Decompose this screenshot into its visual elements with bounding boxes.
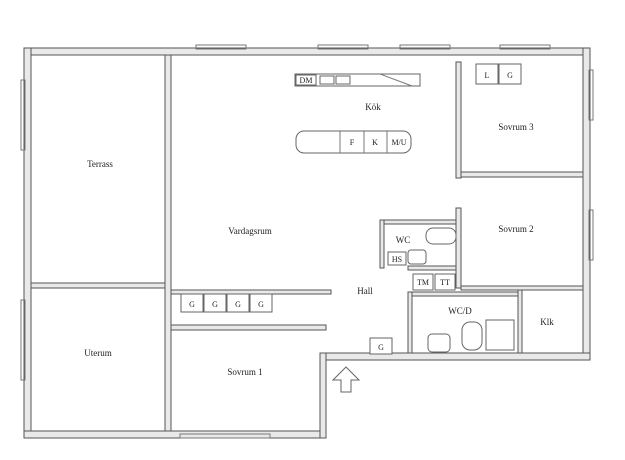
room-label-wc: WC bbox=[396, 235, 411, 245]
washbasin-icon bbox=[407, 249, 427, 265]
stove-icon bbox=[379, 73, 413, 87]
washbasin-icon bbox=[427, 333, 451, 353]
dishwasher-label: DM bbox=[300, 76, 313, 85]
room-label-vardagsrum: Vardagsrum bbox=[228, 226, 272, 236]
kitchen-counter: DM bbox=[294, 73, 421, 87]
room-label-sovrum1: Sovrum 1 bbox=[227, 367, 262, 377]
wc-fixtures: HS bbox=[387, 227, 457, 266]
sink-icon bbox=[319, 75, 335, 85]
linen-closet-label: L bbox=[485, 71, 490, 80]
shower-icon bbox=[485, 319, 515, 351]
kitchen-island: F K M/U bbox=[295, 130, 412, 154]
hall-wardrobes: G G G G G bbox=[180, 293, 393, 355]
wardrobe-label: G bbox=[212, 300, 218, 309]
wardrobe-label: G bbox=[258, 300, 264, 309]
wcd-fixtures: TM TT bbox=[412, 273, 515, 353]
toilet-icon bbox=[425, 227, 457, 245]
hat-shelf-label: HS bbox=[392, 255, 402, 264]
washing-machine-label: TM bbox=[417, 278, 429, 287]
room-label-wcd: WC/D bbox=[448, 306, 472, 316]
interior-walls bbox=[30, 54, 584, 432]
room-label-uterum: Uterum bbox=[84, 348, 112, 358]
dryer-label: TT bbox=[440, 278, 450, 287]
microwave-oven-label: M/U bbox=[391, 138, 406, 147]
wardrobe-label: G bbox=[507, 71, 513, 80]
room-label-terrass: Terrass bbox=[87, 159, 113, 169]
room-label-sovrum2: Sovrum 2 bbox=[498, 224, 533, 234]
toilet-icon bbox=[461, 321, 483, 351]
wardrobe-label: G bbox=[189, 300, 195, 309]
room-label-kok: Kök bbox=[365, 102, 381, 112]
entrance-arrow-icon bbox=[331, 366, 361, 393]
room-label-hall: Hall bbox=[357, 286, 373, 296]
wardrobe-label: G bbox=[378, 343, 384, 352]
outer-walls bbox=[23, 47, 591, 439]
wardrobe-label: G bbox=[235, 300, 241, 309]
sovrum3-closets: L G bbox=[475, 63, 522, 85]
room-label-klk: Klk bbox=[540, 317, 554, 327]
fridge-label: F bbox=[350, 138, 355, 147]
windows bbox=[20, 44, 594, 439]
room-label-sovrum3: Sovrum 3 bbox=[498, 122, 534, 132]
freezer-label: K bbox=[372, 138, 378, 147]
